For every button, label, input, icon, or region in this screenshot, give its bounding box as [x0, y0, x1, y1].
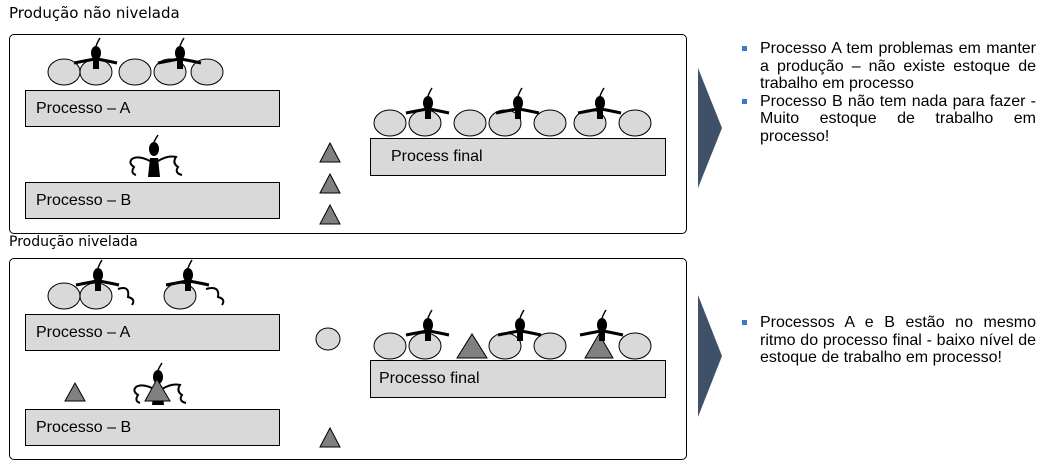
- idle-worker-icon: [129, 134, 183, 178]
- worker-arm: [205, 287, 225, 306]
- section-title-leveled: Produção nivelada: [9, 234, 138, 250]
- unleveled-production-frame: Processo – A Processo – B Process final: [9, 34, 687, 234]
- wip-circle: [315, 327, 341, 351]
- process-a-box: Processo – A: [25, 314, 280, 351]
- triangle-icon: [144, 377, 171, 402]
- chevron-right-icon: [698, 68, 722, 188]
- unleveled-production-illustration: [47, 36, 652, 225]
- triangle-icon: [584, 333, 614, 359]
- unleveled-notes: Processo A tem problemas em manter a pro…: [740, 40, 1036, 145]
- leveled-notes: Processos A e B estão no mesmo ritmo do …: [740, 314, 1036, 367]
- note-process-b: Processo B não tem nada para fazer - Mui…: [740, 93, 1036, 146]
- triangle-icon: [319, 426, 341, 448]
- process-a-circles: [47, 282, 197, 310]
- worker-icon: [74, 259, 121, 293]
- triangle-icon: [319, 172, 341, 194]
- process-b-box: Processo – B: [25, 409, 280, 446]
- triangle-icon: [319, 203, 341, 225]
- worker-icon: [72, 36, 119, 71]
- final-process-box: Process final: [370, 138, 666, 176]
- process-b-box: Processo – B: [25, 182, 280, 219]
- triangle-icon: [319, 141, 341, 163]
- chevron-right-icon: [698, 295, 722, 417]
- final-process-box: Processo final: [370, 360, 666, 398]
- final-process-circles: [373, 332, 652, 360]
- final-process-circles: [373, 109, 652, 137]
- triangle-icon: [64, 381, 86, 402]
- section-title-unleveled: Produção não nivelada: [9, 4, 180, 22]
- worker-icon: [404, 308, 451, 343]
- note-process-a: Processo A tem problemas em manter a pro…: [740, 40, 1036, 93]
- wip-triangles: [319, 141, 341, 225]
- process-a-box: Processo – A: [25, 90, 280, 127]
- leveled-production-frame: Processo – A Processo – B Processo final: [9, 258, 687, 460]
- leveled-production-illustration: [47, 259, 652, 448]
- triangle-icon: [456, 333, 488, 359]
- note-leveled: Processos A e B estão no mesmo ritmo do …: [740, 314, 1036, 367]
- worker-icon: [578, 308, 625, 343]
- worker-arm: [117, 287, 135, 306]
